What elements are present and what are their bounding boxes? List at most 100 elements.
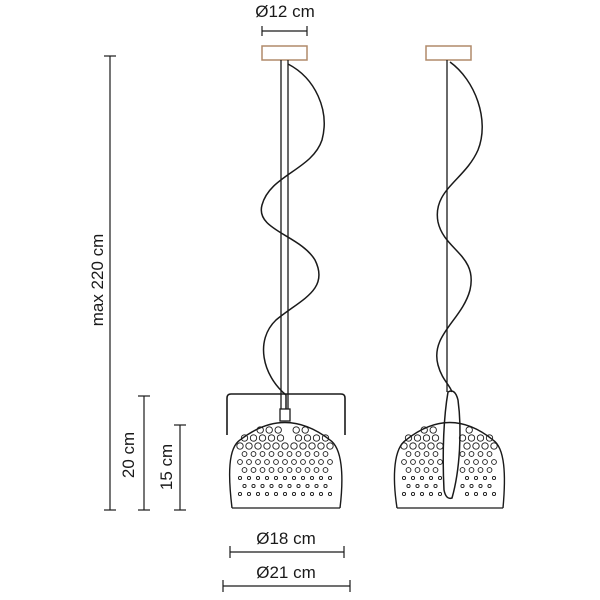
- perforation-hole: [245, 442, 253, 450]
- perforation-hole: [309, 459, 315, 465]
- perforation-hole: [292, 426, 300, 434]
- perforation-hole: [303, 434, 312, 442]
- perforation-hole: [295, 467, 302, 473]
- perforation-hole: [433, 483, 438, 489]
- perforation-hole: [409, 442, 417, 450]
- perforation-hole: [473, 459, 479, 465]
- perforation-hole: [436, 442, 444, 450]
- perforation-hole: [431, 434, 440, 442]
- perforation-hole: [401, 459, 407, 465]
- perforation-hole: [418, 442, 426, 450]
- perforation-hole: [477, 451, 484, 457]
- perforation-hole: [415, 483, 420, 489]
- perforation-hole: [459, 467, 466, 473]
- perforation-hole: [423, 451, 430, 457]
- perforation-hole: [478, 483, 483, 489]
- perforation-hole: [473, 475, 479, 481]
- perforation-hole: [410, 491, 416, 497]
- perforation-hole: [327, 491, 333, 497]
- perforation-hole: [437, 459, 443, 465]
- perforation-hole: [459, 451, 466, 457]
- perforation-hole: [429, 426, 437, 434]
- lamp-front-view: [226, 45, 346, 509]
- perforation-hole: [259, 467, 266, 473]
- shade-front: [228, 421, 343, 509]
- height-with-frame-label: 20 cm: [119, 432, 138, 478]
- perforation-hole: [413, 434, 422, 442]
- perforation-hole: [491, 491, 497, 497]
- perforation-hole: [291, 475, 297, 481]
- perforation-hole: [241, 467, 248, 473]
- perforation-hole: [273, 459, 279, 465]
- perforation-hole: [281, 442, 289, 450]
- perforation-hole: [308, 442, 316, 450]
- perforation-hole: [463, 442, 471, 450]
- perforation-hole: [477, 467, 484, 473]
- perforation-hole: [296, 483, 301, 489]
- perforation-hole: [259, 451, 266, 457]
- perforation-hole: [291, 459, 297, 465]
- perforation-hole: [400, 442, 408, 450]
- perforation-hole: [286, 451, 293, 457]
- perforation-hole: [251, 483, 256, 489]
- perforation-hole: [264, 459, 270, 465]
- perforation-hole: [428, 491, 434, 497]
- perforation-hole: [404, 434, 413, 442]
- perforation-hole: [237, 491, 243, 497]
- perforation-hole: [472, 442, 480, 450]
- perforation-hole: [236, 442, 244, 450]
- shade-perforations-side: [400, 426, 498, 497]
- lamp-side-view: [393, 45, 506, 509]
- perforation-hole: [309, 475, 315, 481]
- perforation-hole: [487, 483, 492, 489]
- perforation-hole: [295, 451, 302, 457]
- perforation-hole: [432, 451, 439, 457]
- perforation-hole: [267, 434, 276, 442]
- perforation-hole: [491, 459, 497, 465]
- side-handle: [442, 390, 461, 500]
- perforation-hole: [460, 483, 465, 489]
- perforation-hole: [486, 467, 493, 473]
- perforation-hole: [410, 475, 416, 481]
- perforation-hole: [294, 434, 303, 442]
- perforation-hole: [465, 426, 473, 434]
- perforation-hole: [467, 434, 476, 442]
- perforation-hole: [299, 442, 307, 450]
- perforation-hole: [265, 426, 273, 434]
- perforation-hole: [427, 442, 435, 450]
- perforation-hole: [482, 459, 488, 465]
- perforation-hole: [300, 491, 306, 497]
- perforation-hole: [419, 491, 425, 497]
- perforation-hole: [482, 491, 488, 497]
- perforation-hole: [406, 483, 411, 489]
- perforation-hole: [326, 442, 334, 450]
- perforation-hole: [414, 467, 421, 473]
- perforation-hole: [401, 475, 407, 481]
- perforation-hole: [473, 491, 479, 497]
- perforation-hole: [241, 451, 248, 457]
- perforation-hole: [314, 483, 319, 489]
- canopy-side: [425, 45, 472, 61]
- perforation-hole: [246, 459, 252, 465]
- perforation-hole: [312, 434, 321, 442]
- max-height-label: max 220 cm: [88, 234, 107, 327]
- perforation-hole: [428, 459, 434, 465]
- perforation-hole: [464, 475, 470, 481]
- perforation-hole: [237, 475, 243, 481]
- perforation-hole: [419, 459, 425, 465]
- frame-width-label: Ø21 cm: [256, 563, 316, 582]
- perforation-hole: [255, 459, 261, 465]
- perforation-hole: [274, 426, 282, 434]
- perforation-hole: [254, 442, 262, 450]
- perforation-hole: [246, 475, 252, 481]
- perforation-hole: [405, 467, 412, 473]
- perforation-hole: [278, 483, 283, 489]
- perforation-hole: [304, 451, 311, 457]
- perforation-hole: [327, 459, 333, 465]
- perforation-hole: [481, 442, 489, 450]
- perforation-hole: [258, 434, 267, 442]
- perforation-hole: [437, 491, 443, 497]
- perforation-hole: [282, 475, 288, 481]
- perforation-hole: [273, 475, 279, 481]
